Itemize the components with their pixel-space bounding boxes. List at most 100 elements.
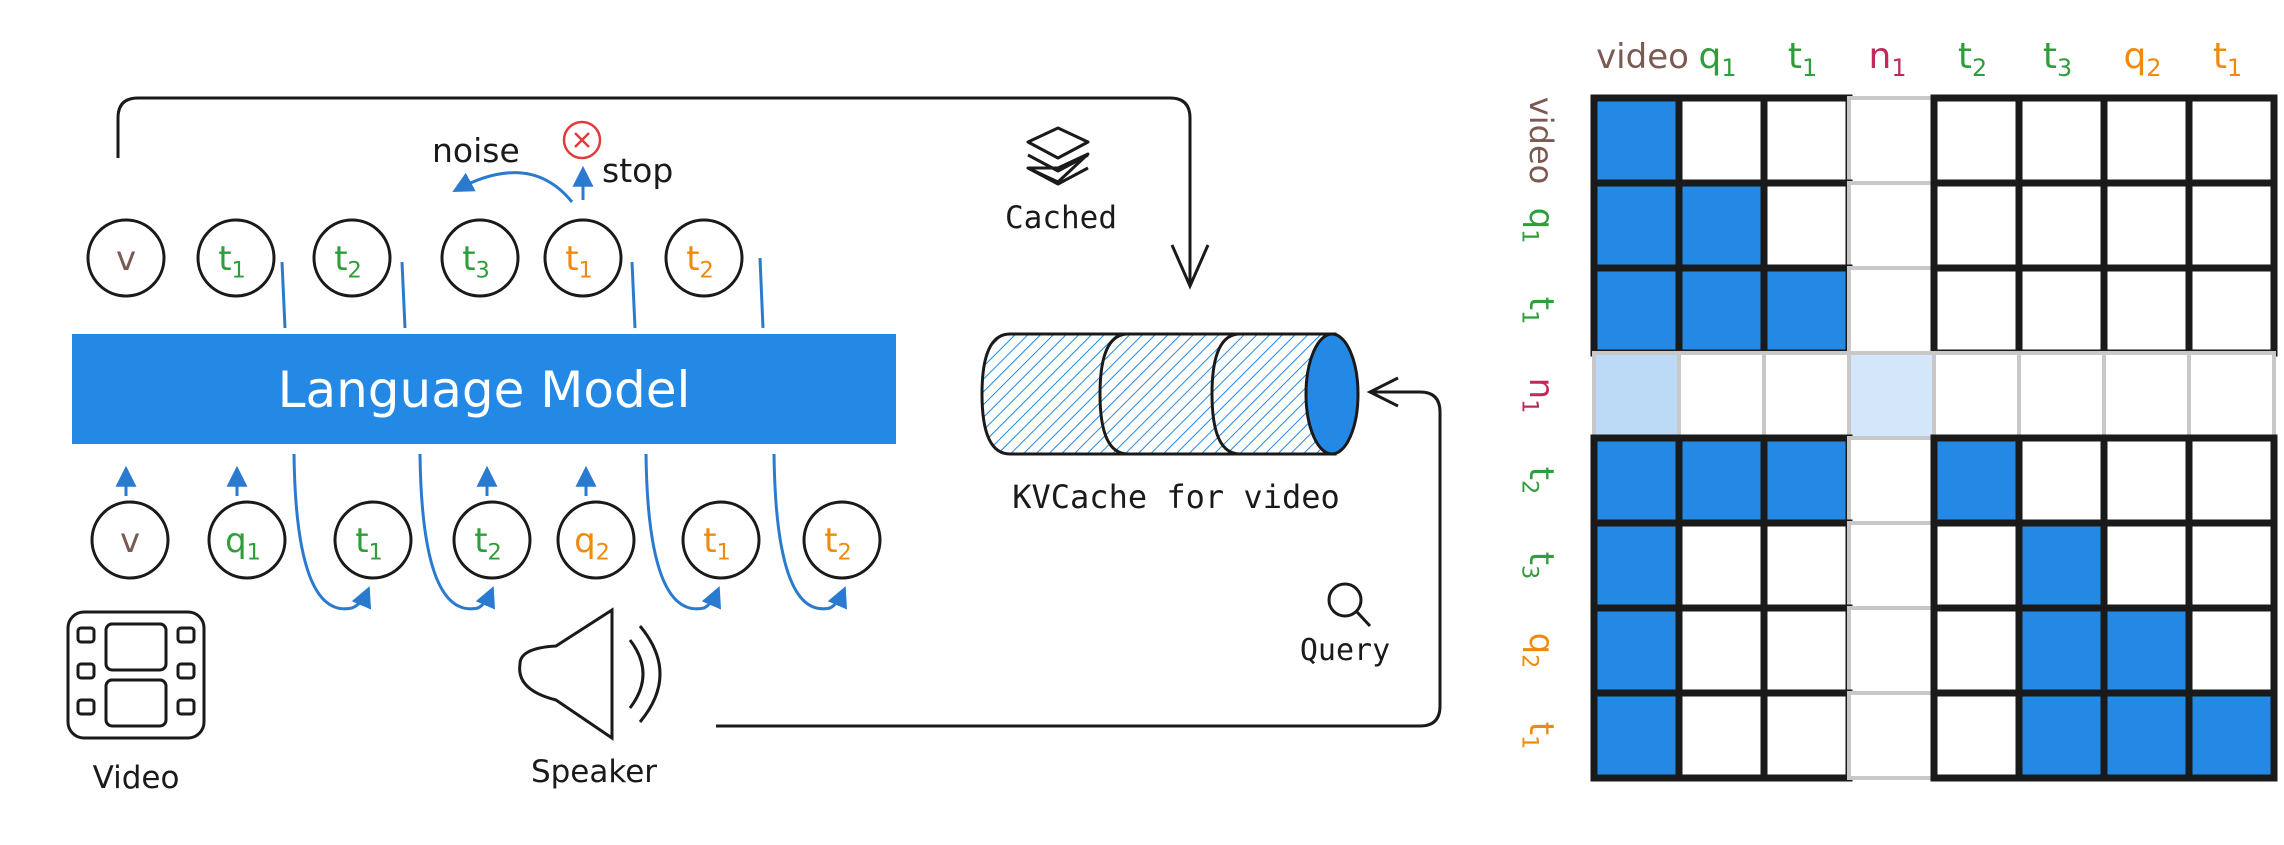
matrix-row-label-wrap-7: t1: [1517, 722, 1561, 750]
matrix-cell-r0-c0: [1590, 94, 1683, 187]
matrix-cell-r6-c1: [1675, 604, 1768, 697]
kvcache-cylinder: [980, 332, 1360, 456]
query-arrowhead: [1366, 376, 1399, 408]
input-token-label-3-sub: 2: [488, 539, 502, 565]
matrix-cell-r2-c3: [1847, 266, 1936, 355]
matrix-row-label-4-main: t: [1521, 467, 1561, 480]
matrix-cell-r1-c0: [1590, 179, 1683, 272]
matrix-cell-r4-c0: [1590, 434, 1683, 527]
input-token-label-1-main: q: [225, 521, 247, 561]
matrix-cell-r4-c2: [1760, 434, 1853, 527]
matrix-col-label-5: t3: [2043, 36, 2072, 82]
matrix-cell-r1-c4: [1930, 179, 2023, 272]
video-film-icon: [66, 610, 206, 740]
output-token-label-2-main: t: [334, 239, 347, 279]
matrix-cell-r3-c2: [1762, 351, 1851, 440]
input-token-3: t2: [452, 500, 532, 580]
output-token-3: t3: [440, 218, 520, 298]
matrix-row-label-wrap-6: q2: [1517, 633, 1561, 669]
matrix-row-label-wrap-1: q1: [1517, 208, 1561, 244]
cached-label: Cached: [1005, 200, 1117, 236]
input-token-2: t1: [333, 500, 413, 580]
matrix-col-label-4-main: t: [1958, 36, 1972, 77]
language-model-label: Language Model: [278, 361, 691, 419]
attention-mask-matrix: [1590, 94, 2278, 782]
matrix-cell-r7-c1: [1675, 689, 1768, 782]
input-token-label-4-sub: 2: [596, 539, 610, 565]
output-token-label-0: v: [116, 239, 136, 279]
matrix-cell-r6-c7: [2185, 604, 2278, 697]
input-token-0: v: [90, 500, 170, 580]
matrix-cell-r4-c6: [2100, 434, 2193, 527]
language-model-block: [72, 334, 896, 444]
matrix-row-label-wrap-3: n1: [1517, 378, 1561, 414]
input-token-label-6-sub: 2: [838, 539, 852, 565]
matrix-row-label-wrap-0: video: [1522, 97, 1560, 184]
matrix-cell-r7-c7: [2185, 689, 2278, 782]
matrix-row-label-5-sub: 3: [1517, 565, 1543, 579]
matrix-col-label-6: q2: [2124, 36, 2162, 82]
matrix-col-label-2: t1: [1788, 36, 1817, 82]
matrix-cell-r0-c1: [1675, 94, 1768, 187]
matrix-row-label-6-sub: 2: [1517, 654, 1543, 668]
matrix-row-label-wrap-4: t2: [1517, 467, 1561, 495]
kvcache-label: KVCache for video: [1012, 478, 1340, 516]
matrix-col-label-5-sub: 3: [2057, 54, 2072, 82]
matrix-cell-r4-c1: [1675, 434, 1768, 527]
output-token-label-5-sub: 2: [700, 257, 714, 283]
input-token-1: q1: [207, 500, 287, 580]
cache-feedback-arrowhead: [1170, 244, 1210, 290]
output-token-0: v: [86, 218, 166, 298]
output-token-label-0-main: v: [116, 239, 136, 279]
stop-label: stop: [602, 151, 673, 190]
matrix-col-label-2-sub: 1: [1802, 54, 1817, 82]
matrix-cell-r7-c4: [1930, 689, 2023, 782]
input-token-label-5: t1: [703, 521, 731, 565]
matrix-col-label-3-sub: 1: [1891, 54, 1906, 82]
matrix-cell-r1-c2: [1760, 179, 1853, 272]
matrix-col-label-4-sub: 2: [1972, 54, 1987, 82]
query-label: Query: [1300, 633, 1390, 668]
input-token-label-5-sub: 1: [717, 539, 731, 565]
matrix-col-label-6-main: q: [2124, 36, 2147, 77]
output-token-5: t2: [664, 218, 744, 298]
matrix-cell-r5-c2: [1760, 519, 1853, 612]
matrix-col-label-0-main: video: [1596, 37, 1689, 77]
matrix-cell-r4-c7: [2185, 434, 2278, 527]
noise-label: noise: [432, 131, 520, 170]
input-token-label-2: t1: [355, 521, 383, 565]
matrix-cell-r4-c3: [1847, 436, 1936, 525]
matrix-cell-r0-c3: [1847, 96, 1936, 185]
matrix-cell-r2-c6: [2100, 264, 2193, 357]
matrix-cell-r3-c4: [1932, 351, 2021, 440]
matrix-row-label-2-main: t: [1521, 297, 1561, 310]
matrix-cell-r3-c7: [2187, 351, 2276, 440]
noise-curved-arrow: [452, 171, 574, 203]
matrix-col-label-0: video: [1596, 37, 1689, 77]
matrix-cell-r6-c0: [1590, 604, 1683, 697]
matrix-col-label-5-main: t: [2043, 36, 2057, 77]
layers-icon: [1026, 126, 1090, 186]
input-up-arrows: [115, 465, 597, 496]
matrix-cell-r5-c6: [2100, 519, 2193, 612]
matrix-col-label-7: t1: [2213, 36, 2242, 82]
input-token-label-2-sub: 1: [369, 539, 383, 565]
matrix-cell-r2-c7: [2185, 264, 2278, 357]
stop-x-icon: [562, 120, 602, 160]
matrix-cell-r5-c7: [2185, 519, 2278, 612]
matrix-col-label-3-main: n: [1869, 36, 1892, 77]
matrix-cell-r1-c3: [1847, 181, 1936, 270]
cache-feedback-arrow: [116, 96, 1192, 285]
output-token-label-3-main: t: [462, 239, 475, 279]
input-token-label-6: t2: [824, 521, 852, 565]
input-token-label-3-main: t: [474, 521, 487, 561]
matrix-cell-r6-c4: [1930, 604, 2023, 697]
matrix-row-label-2: t1: [1517, 297, 1561, 325]
matrix-col-label-1: q1: [1699, 36, 1737, 82]
